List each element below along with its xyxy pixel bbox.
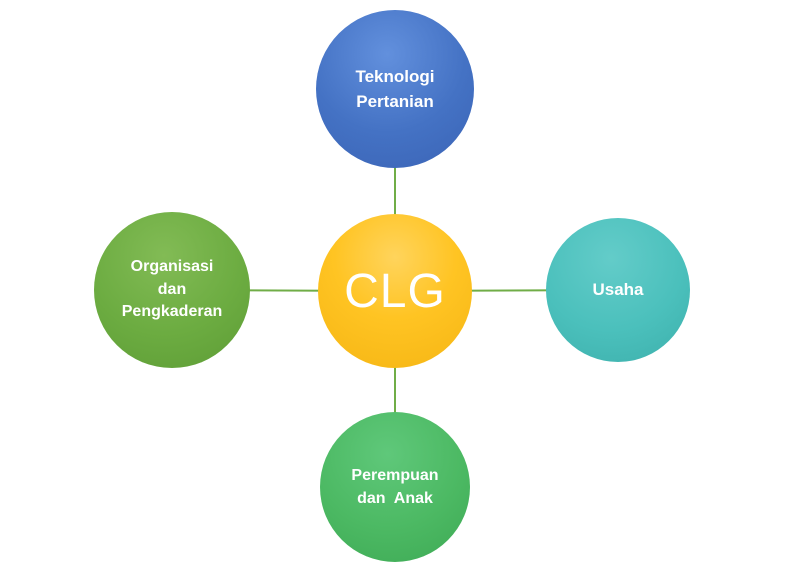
node-clg-center: CLG xyxy=(318,214,472,368)
node-label-line: Perempuan xyxy=(351,466,439,484)
node-label-line: Pengkaderan xyxy=(121,303,223,321)
node-organisasi-dan-pengkaderan: Organisasi dan Pengkaderan xyxy=(94,212,250,368)
node-usaha: Usaha xyxy=(546,218,690,362)
node-label-line: Teknologi xyxy=(355,66,435,86)
node-label-line: dan xyxy=(157,280,187,298)
node-label-line: Pertanian xyxy=(356,92,434,111)
node-label-line: Usaha xyxy=(592,280,644,300)
node-teknologi-pertanian: Teknologi Pertanian xyxy=(316,10,474,168)
node-perempuan-dan-anak: Perempuan dan Anak xyxy=(320,412,470,562)
node-label-line: dan Anak xyxy=(357,490,433,507)
node-label-line: Organisasi xyxy=(130,258,214,276)
node-label-line: CLG xyxy=(344,264,446,318)
